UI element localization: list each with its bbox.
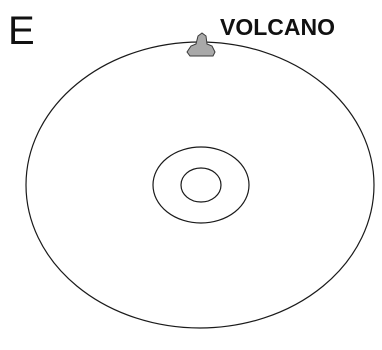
panel-letter: E — [8, 9, 35, 53]
volcano-label: VOLCANO — [220, 14, 335, 40]
volcano-icon — [187, 33, 215, 56]
middle-ring — [153, 147, 249, 223]
outer-boundary — [26, 42, 374, 328]
inner-ring — [181, 168, 221, 202]
